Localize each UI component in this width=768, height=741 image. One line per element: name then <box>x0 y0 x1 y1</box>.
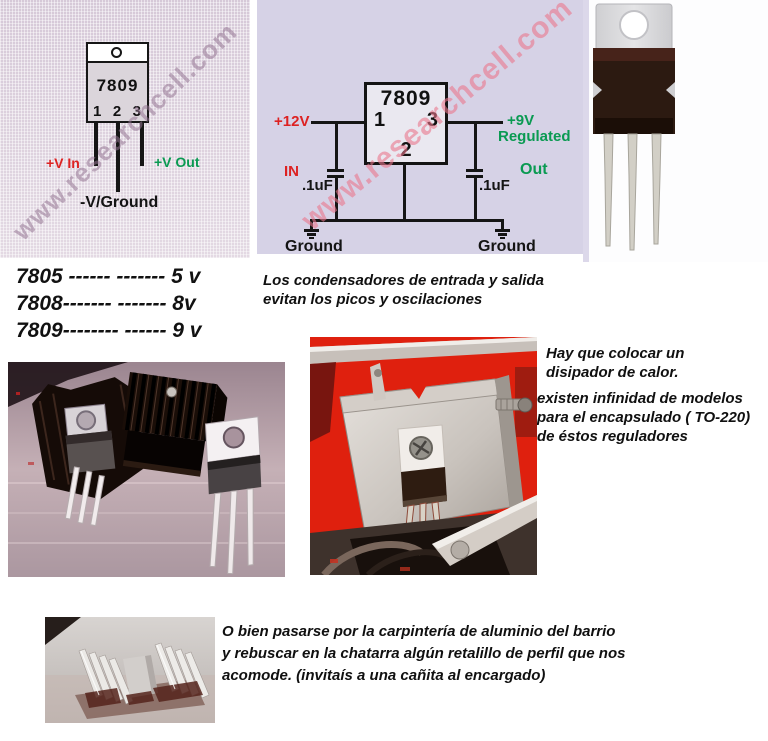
capacitors-note: Los condensadores de entrada y salida ev… <box>263 272 544 308</box>
ground-bus-wire <box>311 219 503 222</box>
heatsink-models-note: existen infinidad de modelos para el enc… <box>537 390 751 445</box>
to220-body-drawing: 7809 1 2 3 <box>86 61 149 123</box>
output-regulated-label: Regulated <box>498 128 571 145</box>
schematic-pin-3: 3 <box>426 109 438 131</box>
pin2-ground-wire <box>403 163 406 220</box>
ground-symbol-left-bar1 <box>304 229 319 232</box>
regulator-voltage-list: 7805 ------ ------- 5 v 7808------- ----… <box>16 263 201 344</box>
in-label: IN <box>284 163 299 180</box>
input-cap-plate-top <box>327 169 344 172</box>
ground-symbol-left-bar3 <box>309 237 314 239</box>
input-cap-plate-bottom <box>327 175 344 178</box>
heatsink-profile <box>75 642 210 719</box>
schematic-chip-label: 7809 <box>380 87 432 110</box>
pin-3-number: 3 <box>132 103 141 120</box>
to220-tab <box>595 3 673 52</box>
finned-heatsink <box>121 372 228 477</box>
output-cap-wire-top <box>474 121 477 169</box>
heatsink-intro-note: Hay que colocar un disipador de calor. <box>546 345 685 381</box>
to220-tab-drawing <box>86 42 149 63</box>
aluminum-profile-photo <box>45 617 215 723</box>
input-cap-wire-bottom <box>335 178 338 222</box>
ground-symbol-right-bar3 <box>500 237 505 239</box>
ground-symbol-right-bar2 <box>498 233 507 236</box>
v-out-label: +V Out <box>154 154 200 170</box>
input-wire <box>311 121 365 124</box>
output-voltage-label: +9V <box>507 112 535 129</box>
to220-legs <box>603 133 662 251</box>
pinout-diagram-panel: 7809 1 2 3 +V In +V Out -V/Ground www.re… <box>0 0 250 258</box>
to220-mounting-hole <box>111 47 122 58</box>
ground-symbol-left <box>310 219 313 230</box>
regulator-box: 7809 1 3 2 <box>364 82 448 165</box>
schematic-panel: 7809 1 3 2 +12V IN .1uF .1uF +9V Regulat… <box>257 0 583 254</box>
ground-symbol-right-bar1 <box>495 229 510 232</box>
v-in-label: +V In <box>46 155 80 171</box>
photo-dark-corner <box>45 617 81 645</box>
heatsink-with-regulator <box>32 377 144 527</box>
input-cap-value: .1uF <box>302 177 333 194</box>
bare-regulator <box>204 416 262 575</box>
pin-2-number: 2 <box>112 103 122 120</box>
output-cap-value: .1uF <box>479 177 510 194</box>
aluminum-scrap-note: O bien pasarse por la carpintería de alu… <box>222 623 626 684</box>
list-row-7808: 7808------- ------- 8v <box>16 292 196 315</box>
input-voltage-label: +12V <box>274 113 310 130</box>
v-ground-label: -V/Ground <box>80 194 159 211</box>
pin-3-leg <box>140 121 144 166</box>
schematic-pin-2: 2 <box>400 139 412 161</box>
ground-symbol-left-bar2 <box>307 233 316 236</box>
pin-1-leg <box>94 121 98 166</box>
input-cap-wire-top <box>335 121 338 169</box>
ground-symbol-right <box>501 219 504 230</box>
out-label: Out <box>520 161 548 178</box>
ground-right-label: Ground <box>478 238 536 254</box>
list-row-7805: 7805 ------ ------- 5 v <box>16 265 201 288</box>
photo-bottom-clutter <box>310 495 537 575</box>
output-cap-plate-top <box>466 169 483 172</box>
output-cap-wire-bottom <box>474 178 477 222</box>
schematic-pin-1: 1 <box>374 109 386 131</box>
chip-label: 7809 <box>96 76 139 95</box>
ground-left-label: Ground <box>285 238 343 254</box>
pin-1-number: 1 <box>93 103 102 120</box>
to220-regulator-photo <box>583 0 768 262</box>
heatsinks-photo <box>8 362 285 577</box>
photo-dark-corner <box>8 362 128 407</box>
pin-number-row: 1 2 3 <box>88 103 147 120</box>
list-row-7809: 7809-------- ------ 9 v <box>16 319 202 342</box>
pin-2-leg <box>116 121 120 192</box>
to220-plastic-body <box>593 48 675 134</box>
output-cap-plate-bottom <box>466 175 483 178</box>
mounted-regulator-photo <box>310 337 537 575</box>
